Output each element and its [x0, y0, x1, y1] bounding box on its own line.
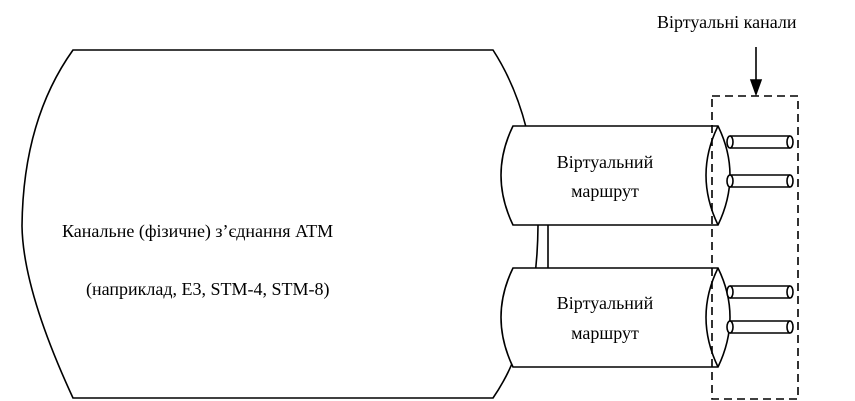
- virtual-path-bottom-label-line1: Віртуальний: [556, 293, 654, 313]
- virtual-path-bottom-label-line2: маршрут: [571, 323, 639, 343]
- virtual-channel-tube: [726, 174, 794, 188]
- virtual-channel-tube: [726, 285, 794, 299]
- physical-connection-examples-label: (наприклад, E3, STM-4, STM-8): [86, 279, 330, 299]
- virtual-path-top-label-line2: маршрут: [571, 181, 639, 201]
- virtual-channels-dashed-box: [711, 95, 799, 400]
- virtual-channel-tubes-top: [726, 135, 794, 188]
- virtual-channel-tube: [726, 320, 794, 334]
- virtual-channels-arrow: [749, 47, 763, 97]
- virtual-channel-tubes-bottom: [726, 285, 794, 334]
- physical-connection-label: Канальне (фізичне) з’єднання ATM: [62, 221, 334, 241]
- virtual-channel-tube: [726, 135, 794, 149]
- virtual-path-cylinder-top: [500, 125, 731, 226]
- virtual-channels-label: Віртуальні канали: [657, 12, 797, 32]
- virtual-path-top-label-line1: Віртуальний: [556, 152, 654, 172]
- virtual-path-cylinder-bottom: [500, 267, 731, 368]
